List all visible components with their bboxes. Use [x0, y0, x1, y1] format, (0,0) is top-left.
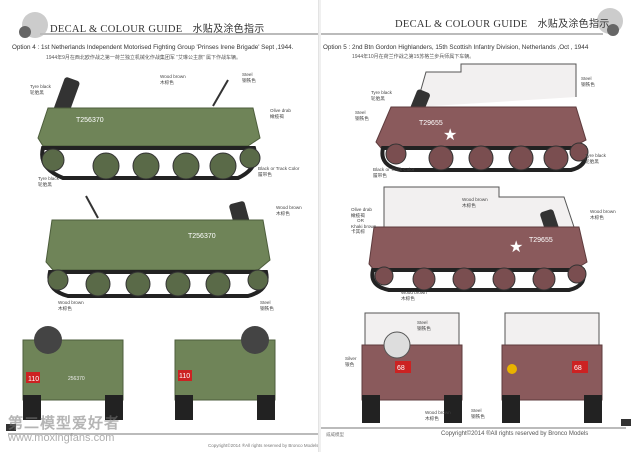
left-page: DECAL & COLOUR GUIDE 水贴及涂色指示 Option 4 : 1…	[0, 0, 319, 452]
header-dot-decor	[607, 24, 619, 36]
footer-rule	[8, 433, 319, 435]
page-footer-cn: 威威模型	[326, 432, 344, 437]
copyright: Copyright©2014 ®All rights reserved by B…	[441, 431, 589, 437]
right-page: DECAL & COLOUR GUIDE 水贴及涂色指示 Option 5 : 2…	[321, 0, 640, 452]
header-rule	[40, 33, 319, 35]
side-view-left-vehicle: T256370	[37, 77, 261, 180]
front-view-vehicle: 68	[501, 312, 603, 423]
front-view-vehicle: 110	[174, 326, 276, 420]
title-cn: 水贴及涂色指示	[537, 19, 610, 30]
option-4-title-cn: 1944年9月在西北欧作战之第一荷兰独立机械化作战集团军 “艾琳公主旅” 属下作…	[46, 55, 242, 61]
book-spine	[318, 0, 322, 452]
page-number-marker	[621, 419, 631, 426]
page-number-marker	[6, 424, 16, 431]
title-cn: 水贴及涂色指示	[192, 24, 265, 35]
page-title: DECAL & COLOUR GUIDE 水贴及涂色指示	[50, 20, 265, 35]
page-title: DECAL & COLOUR GUIDE 水贴及涂色指示	[395, 15, 610, 30]
footer-rule	[321, 427, 626, 429]
serial-number: T29655	[529, 237, 553, 244]
title-en: DECAL & COLOUR GUIDE	[395, 19, 528, 30]
side-view-left-vehicle: T29655 ★	[375, 63, 589, 172]
plate-number: 68	[574, 365, 582, 372]
option-5-title: Option 5 : 2nd Btn Gordon Highlanders, 1…	[323, 44, 589, 51]
copyright: Copyright©2014 ®All rights reserved by B…	[208, 443, 319, 448]
header-dot-decor	[19, 26, 31, 38]
header-rule	[321, 33, 603, 35]
plate-number: 110	[28, 376, 39, 383]
plate-number: 110	[179, 373, 190, 380]
option-5-title-cn: 1944年10月在荷兰作战之第15苏格兰步兵师属下车辆。	[352, 54, 475, 60]
star-insignia: ★	[509, 239, 523, 256]
star-insignia: ★	[443, 127, 457, 144]
rear-serial: 256370	[68, 376, 85, 382]
rear-view-vehicle: 110 256370	[22, 326, 124, 420]
serial-number: T256370	[188, 233, 216, 240]
title-en: DECAL & COLOUR GUIDE	[50, 24, 183, 35]
side-view-right-vehicle: T256370	[45, 195, 271, 298]
serial-number: T29655	[419, 120, 443, 127]
serial-number: T256370	[76, 117, 104, 124]
plate-number: 68	[397, 365, 405, 372]
watermark-text: 第二模型爱好者	[8, 415, 121, 432]
watermark-url: www.moxingfans.com	[8, 432, 115, 444]
side-view-right-vehicle: T29655 ★	[368, 186, 588, 292]
rear-view-vehicle: 68	[361, 312, 463, 423]
option-4-title: Option 4 : 1st Netherlands Independent M…	[12, 44, 294, 51]
